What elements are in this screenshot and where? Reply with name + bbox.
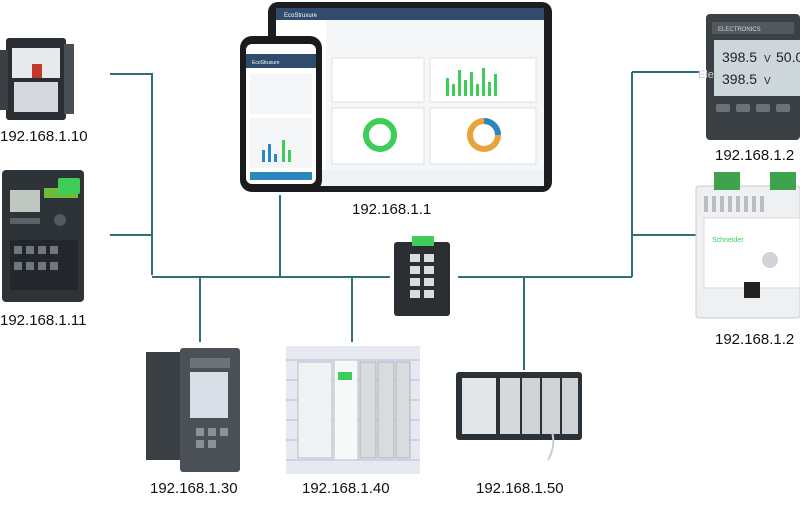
device-label-breaker: 192.168.1.10 <box>0 128 88 145</box>
device-label-plc-a: 192.168.1.30 <box>150 480 238 497</box>
device-label-meter: 192.168.1.2 <box>715 147 795 164</box>
tablet-app-name: EcoStruxure <box>284 13 318 19</box>
meter-reading-3: 50.0 <box>776 49 800 65</box>
protection-relay-icon[interactable] <box>2 170 84 302</box>
gateway-logo: Schneider <box>712 237 744 244</box>
meter-reading-1: 398.5 <box>722 49 757 65</box>
watermark: Elec <box>698 69 720 81</box>
din-gateway-icon[interactable]: Schneider <box>695 172 800 319</box>
device-label-plc-c: 192.168.1.50 <box>476 480 564 497</box>
phone-app-icon[interactable]: EcoStruxure <box>240 36 322 192</box>
circuit-breaker-icon[interactable] <box>0 38 74 120</box>
meter-brand: ELECTRONICS <box>718 27 761 33</box>
meter-unit-2: V <box>764 76 771 87</box>
phone-app-name: EcoStruxure <box>252 60 280 66</box>
link-breaker <box>110 73 153 275</box>
device-label-relay: 192.168.1.11 <box>0 312 87 329</box>
plc-icon[interactable] <box>146 348 240 472</box>
plc-chassis-icon[interactable] <box>456 372 582 461</box>
power-meter-icon[interactable]: ELECTRONICS 398.5 V 50.0 398.5 V Elec <box>698 14 800 140</box>
io-rack-icon[interactable] <box>286 346 420 474</box>
network-links <box>110 71 700 370</box>
meter-reading-2: 398.5 <box>722 71 757 87</box>
device-label-tablet: 192.168.1.1 <box>352 201 432 218</box>
device-label-plc-b: 192.168.1.40 <box>302 480 390 497</box>
device-label-gateway: 192.168.1.2 <box>715 331 795 348</box>
meter-unit-1: V <box>764 54 771 65</box>
ethernet-switch-icon[interactable] <box>394 236 450 316</box>
